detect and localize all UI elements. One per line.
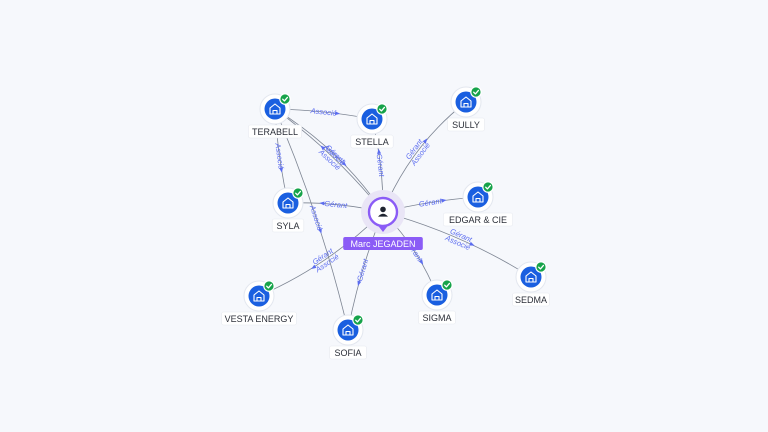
- verified-check-icon: [482, 181, 494, 193]
- company-name: SOFIA: [334, 348, 361, 358]
- verified-check-icon: [263, 280, 275, 292]
- person-icon: [378, 206, 388, 217]
- building-icon: [342, 324, 354, 336]
- edge-label: Gérant: [324, 199, 349, 210]
- company-name: SULLY: [452, 120, 480, 130]
- building-icon: [431, 289, 443, 301]
- edge-arrow: [377, 148, 382, 154]
- verified-check-icon: [279, 93, 291, 105]
- edge-label: Associé: [308, 203, 325, 232]
- edge-arrow: [320, 145, 326, 151]
- verified-check-icon: [441, 279, 453, 291]
- edge-arrow: [357, 280, 362, 286]
- company-node-sigma[interactable]: SIGMA: [418, 279, 456, 325]
- company-name: VESTA ENERGY: [225, 314, 294, 324]
- edge-arrow: [317, 228, 322, 234]
- company-name: SYLA: [276, 221, 299, 231]
- edge-arrow: [422, 138, 428, 144]
- edge-arrow: [311, 264, 317, 270]
- person-name: Marc JEGADEN: [350, 239, 415, 249]
- company-name: SEDMA: [515, 295, 547, 305]
- building-icon: [472, 191, 484, 203]
- company-node-terabell[interactable]: TERABELL: [248, 93, 302, 139]
- building-icon: [282, 197, 294, 209]
- building-icon: [269, 103, 281, 115]
- edge-label: Gérant: [418, 196, 443, 209]
- nodes-layer: TERABELL STELLA SULLY SYLA EDGAR & CIE VESTA …: [221, 86, 550, 360]
- company-node-sully[interactable]: SULLY: [447, 86, 485, 132]
- building-icon: [366, 113, 378, 125]
- building-icon: [460, 96, 472, 108]
- edge-arrow: [418, 259, 424, 265]
- edge-label: Associé: [309, 106, 337, 118]
- edge-arrow: [319, 201, 325, 206]
- verified-check-icon: [470, 86, 482, 98]
- company-name: EDGAR & CIE: [449, 215, 507, 225]
- person-label-badge: [343, 237, 423, 250]
- company-node-sofia[interactable]: SOFIA: [329, 314, 367, 360]
- edge-label: Associé: [273, 142, 286, 170]
- company-node-stella[interactable]: STELLA: [350, 103, 394, 149]
- company-node-sedma[interactable]: SEDMA: [512, 261, 550, 307]
- edge-label: Gérant: [355, 257, 370, 282]
- center-person-node[interactable]: Marc JEGADEN: [343, 190, 423, 250]
- edge-arrow: [279, 167, 284, 173]
- edge-arrow: [334, 111, 341, 116]
- verified-check-icon: [376, 103, 388, 115]
- edge-label: Gérant: [375, 153, 387, 178]
- edge-arrow: [469, 241, 475, 246]
- company-name: TERABELL: [252, 127, 298, 137]
- verified-check-icon: [292, 187, 304, 199]
- company-name: SIGMA: [422, 313, 451, 323]
- building-icon: [253, 290, 265, 302]
- company-node-syla[interactable]: SYLA: [271, 187, 305, 233]
- verified-check-icon: [535, 261, 547, 273]
- company-node-vesta[interactable]: VESTA ENERGY: [221, 280, 297, 326]
- edge-arrow: [441, 198, 447, 203]
- verified-check-icon: [352, 314, 364, 326]
- company-name: STELLA: [355, 137, 389, 147]
- building-icon: [525, 271, 537, 283]
- edge-arrow: [341, 161, 347, 167]
- company-node-edgar[interactable]: EDGAR & CIE: [442, 181, 514, 227]
